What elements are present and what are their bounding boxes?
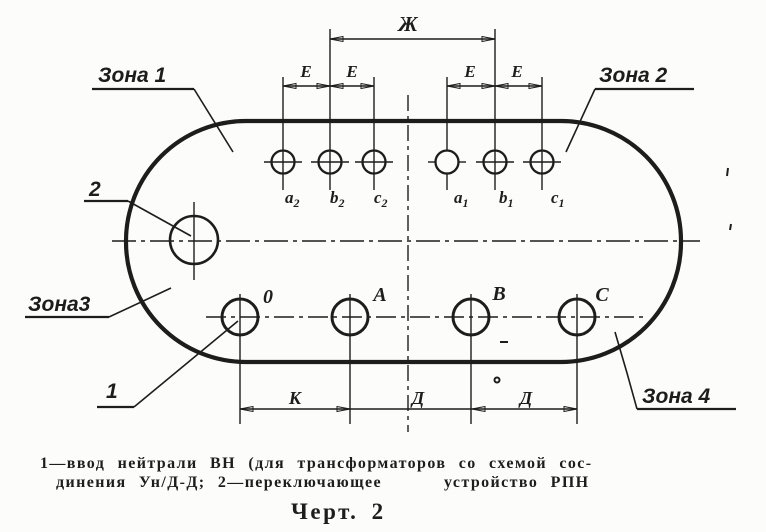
zone1-label: Зона 1 (98, 64, 166, 87)
zone1-leader (193, 88, 234, 153)
zone2-label: Зона 2 (599, 64, 668, 87)
center-lines (112, 95, 700, 432)
terminal-0-label: 0 (263, 286, 273, 308)
caption-line-2: динения Ун/Д-Д; 2—переключающее устройст… (56, 474, 590, 491)
zone4-label: Зона 4 (642, 385, 711, 408)
tap-changer-device (168, 202, 220, 280)
terminal-C-circle (557, 297, 597, 337)
callout-2-leader (127, 200, 192, 237)
dimension-k-d-group: К Д Д (240, 388, 577, 409)
dimension-e-group: Е Е Е Е (283, 62, 542, 86)
terminal-B-circle (451, 297, 491, 337)
callout-1-label: 1 (106, 380, 118, 403)
callout-labels: 2 1 (84, 178, 239, 409)
terminal-b2-label: b2 (330, 188, 345, 210)
lv-terminal-labels: a2 b2 c2 a1 b1 c1 (285, 188, 565, 210)
zone2-leader (565, 88, 596, 153)
zone3-label: Зона3 (28, 293, 91, 316)
hv-terminal-labels: 0 A B C (263, 283, 609, 308)
terminal-a1-label: a1 (454, 188, 469, 210)
lv-terminal-circles (264, 149, 561, 175)
terminal-b1-label: b1 (499, 188, 514, 210)
dimension-e1-label: Е (299, 62, 311, 81)
dimension-k-label: К (288, 388, 303, 408)
zone-labels: Зона 1 Зона 2 Зона3 Зона 4 (25, 64, 736, 411)
dimension-e2-label: Е (345, 62, 357, 81)
terminal-B-label: B (491, 283, 505, 305)
callout-1-leader (133, 320, 239, 408)
dimension-zh: Ж (330, 12, 495, 39)
zone4-leader (614, 331, 638, 410)
terminal-A-circle (330, 297, 370, 337)
terminal-a2-label: a2 (285, 188, 300, 210)
dimension-e3-label: Е (463, 62, 475, 81)
terminal-c1-label: c1 (551, 188, 565, 210)
callout-2-label: 2 (88, 178, 101, 201)
hv-terminal-circles (220, 294, 597, 424)
figure-number: Черт. 2 (291, 499, 386, 524)
dimension-d1-label: Д (410, 388, 425, 408)
terminal-c2-label: c2 (374, 188, 388, 210)
terminal-a1-circle (434, 149, 460, 175)
terminal-0-circle (220, 297, 260, 337)
terminal-C-label: C (595, 284, 609, 306)
dimension-zh-label: Ж (396, 12, 418, 36)
terminal-A-label: A (371, 284, 386, 306)
dimension-d2-label: Д (518, 388, 533, 408)
scan-specks (493, 167, 732, 384)
caption-line-1: 1—ввод нейтрали ВН (для трансформаторов … (40, 455, 593, 472)
zone3-leader (108, 287, 172, 318)
dimension-e4-label: Е (510, 62, 522, 81)
lv-extension-lines (282, 29, 543, 190)
